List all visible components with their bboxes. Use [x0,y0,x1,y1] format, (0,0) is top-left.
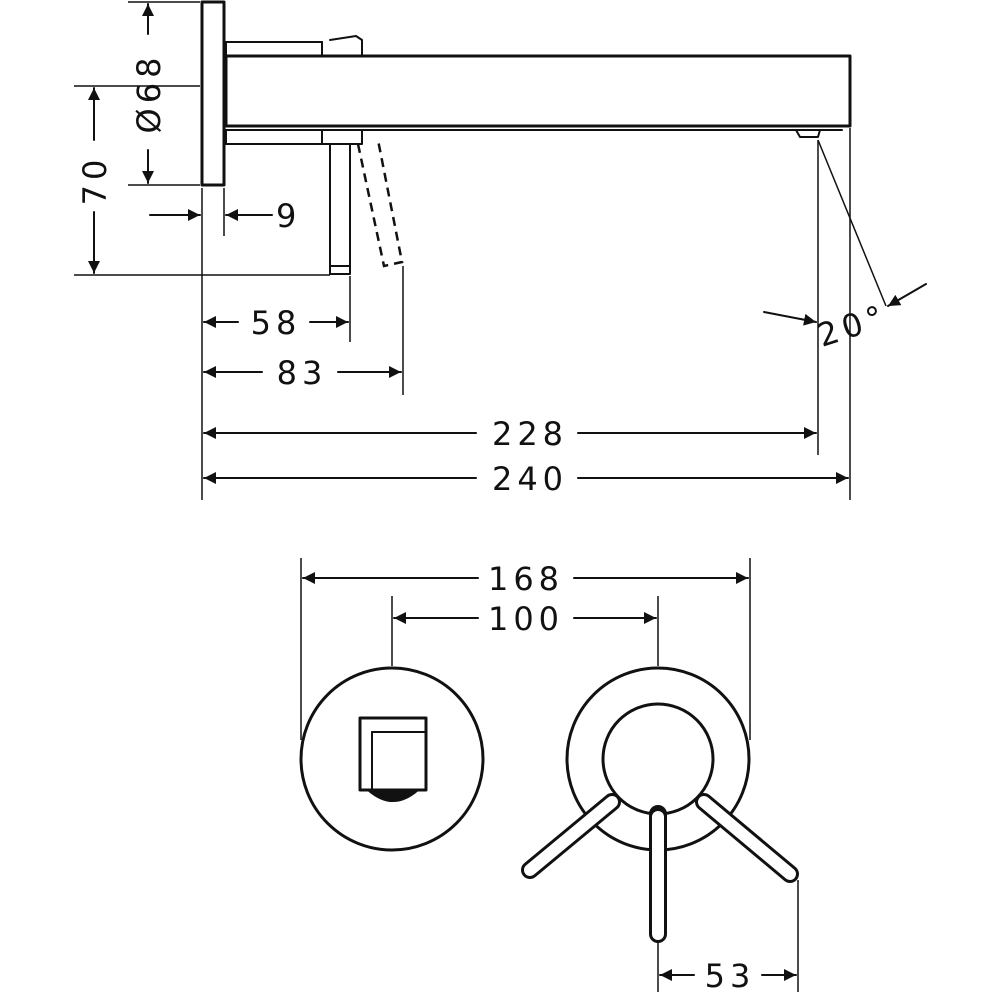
spout-rosette [299,666,485,852]
dim-lever-label: 53 [705,957,756,995]
front-extension-lines [300,558,799,992]
dim-lever-pos: 58 [203,304,349,342]
front-view: 168 100 53 [299,558,799,995]
dim-height: 70 [76,87,114,274]
dim-angle-label: 20° [813,296,893,354]
dim-lever-max: 83 [203,354,402,392]
wall-plate [200,0,226,187]
dim-plate-label: 9 [276,197,301,235]
extension-lines [74,1,887,500]
dim-lever-max-label: 83 [277,354,328,392]
spout [224,54,852,128]
spout-aerator-front [367,789,419,802]
dim-height-label: 70 [76,155,114,206]
dim-angle: 20° [763,283,927,355]
dim-diameter-label: Ø68 [130,53,168,134]
aerator [795,129,821,138]
dim-center-span-label: 100 [488,600,564,638]
dim-plate: 9 [149,197,301,235]
lever-side [329,143,351,275]
dim-plate-span-label: 168 [488,560,564,598]
dim-outlet-label: 228 [492,415,568,453]
dim-total-label: 240 [492,460,568,498]
dim-lever: 53 [659,957,797,995]
lever-hub [321,129,363,145]
spout-outlet [358,716,428,792]
side-view: Ø68 70 9 58 83 228 [74,0,927,500]
dim-diameter: Ø68 [130,3,168,184]
dim-center-span: 100 [393,600,657,638]
mixer-body-bottom [225,129,323,145]
lever-left-inner [524,796,618,876]
dim-plate-span: 168 [302,560,749,598]
lever-swung-dashed [356,139,404,268]
mixer-handle [601,702,715,816]
dim-outlet: 228 [203,415,817,453]
mixer-cap [321,35,363,57]
dim-total: 240 [203,460,849,498]
dim-lever-pos-label: 58 [251,304,302,342]
mixer-body-top [225,41,323,57]
lever-right-inner [698,796,796,880]
